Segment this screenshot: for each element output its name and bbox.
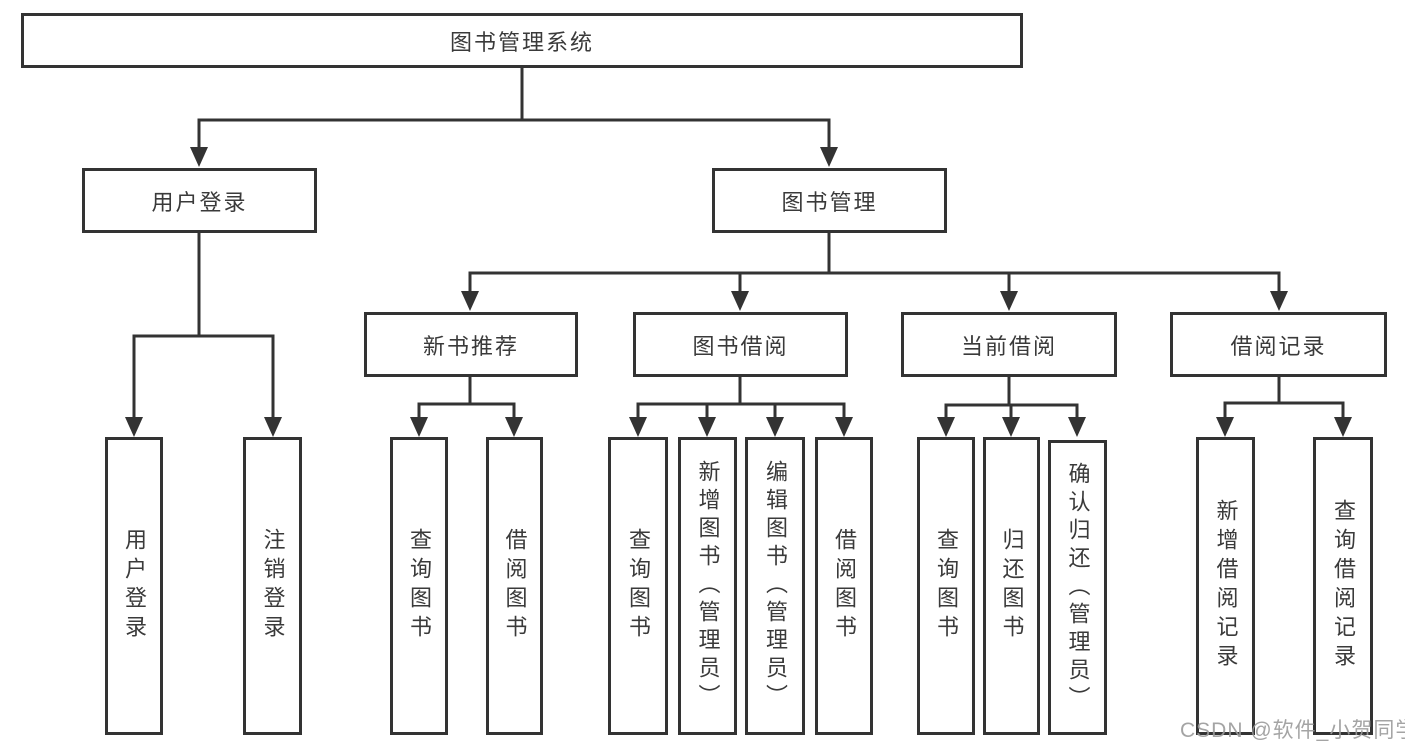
node-borrow-books-recommend: 借阅图书	[486, 437, 543, 735]
node-borrowing-records: 借阅记录	[1170, 312, 1387, 377]
connector-book-borrowing-children	[629, 377, 853, 437]
node-search-books-borrowing: 查询图书	[608, 437, 668, 735]
node-label: 查询图书	[626, 528, 651, 644]
node-label: 编辑图书（管理员）	[763, 460, 788, 712]
arrow-down-icon	[1068, 417, 1086, 437]
arrow-down-icon	[698, 417, 716, 437]
arrow-down-icon	[1216, 417, 1234, 437]
node-search-books-recommend: 查询图书	[390, 437, 448, 735]
arrow-down-icon	[937, 417, 955, 437]
node-return-books: 归还图书	[983, 437, 1040, 735]
arrow-down-icon	[1000, 291, 1018, 311]
connector-borrowing-records-children	[1216, 377, 1352, 437]
node-book-management: 图书管理	[712, 168, 947, 233]
node-confirm-return-admin: 确认归还（管理员）	[1048, 440, 1107, 735]
node-label: 查询图书	[934, 528, 959, 644]
node-edit-books-admin: 编辑图书（管理员）	[745, 437, 805, 735]
node-logout-action: 注销登录	[243, 437, 302, 735]
node-current-borrowing: 当前借阅	[901, 312, 1117, 377]
arrow-down-icon	[766, 417, 784, 437]
node-label: 当前借阅	[960, 333, 1057, 359]
node-label: 确认归还（管理员）	[1065, 461, 1091, 714]
node-user-login: 用户登录	[82, 168, 317, 233]
arrow-down-icon	[505, 417, 523, 437]
connector-current-borrowing-children	[937, 377, 1086, 437]
node-user-login-action: 用户登录	[105, 437, 163, 735]
arrow-down-icon	[1334, 417, 1352, 437]
node-label: 借阅记录	[1230, 333, 1327, 359]
node-new-book-recommend: 新书推荐	[364, 312, 578, 377]
connector-user-login-children	[125, 233, 282, 437]
arrow-down-icon	[820, 147, 838, 167]
connector-new-book-children	[410, 377, 523, 437]
node-label: 归还图书	[999, 528, 1025, 644]
arrow-down-icon	[410, 417, 428, 437]
watermark: CSDN @软件_小贺同学	[1180, 719, 1405, 742]
node-add-books-admin: 新增图书（管理员）	[678, 437, 737, 735]
node-add-borrow-record: 新增借阅记录	[1196, 437, 1255, 735]
arrow-down-icon	[190, 147, 208, 167]
connector-book-management-children	[461, 233, 1288, 311]
node-label: 新增图书（管理员）	[695, 460, 721, 712]
node-label: 图书管理	[781, 189, 878, 215]
node-label: 借阅图书	[832, 528, 857, 644]
node-book-borrowing: 图书借阅	[633, 312, 848, 377]
node-book-management-system: 图书管理系统	[21, 13, 1023, 68]
arrow-down-icon	[461, 291, 479, 311]
node-label: 借阅图书	[502, 528, 528, 644]
arrow-down-icon	[731, 291, 749, 311]
node-search-books-current: 查询图书	[917, 437, 975, 735]
node-label: 图书管理系统	[449, 29, 594, 55]
arrow-down-icon	[629, 417, 647, 437]
arrow-down-icon	[125, 417, 143, 437]
node-label: 查询借阅记录	[1331, 499, 1356, 673]
node-label: 新增借阅记录	[1213, 499, 1239, 673]
node-search-borrow-record: 查询借阅记录	[1313, 437, 1373, 735]
node-label: 新书推荐	[422, 333, 519, 359]
node-label: 用户登录	[122, 528, 147, 644]
node-label: 注销登录	[260, 528, 286, 644]
node-borrow-books-borrowing: 借阅图书	[815, 437, 873, 735]
arrow-down-icon	[1002, 417, 1020, 437]
node-label: 图书借阅	[692, 333, 789, 359]
arrow-down-icon	[835, 417, 853, 437]
arrow-down-icon	[1270, 291, 1288, 311]
connector-root-to-level2	[190, 66, 838, 167]
node-label: 查询图书	[407, 528, 432, 644]
node-label: 用户登录	[151, 189, 248, 215]
arrow-down-icon	[264, 417, 282, 437]
